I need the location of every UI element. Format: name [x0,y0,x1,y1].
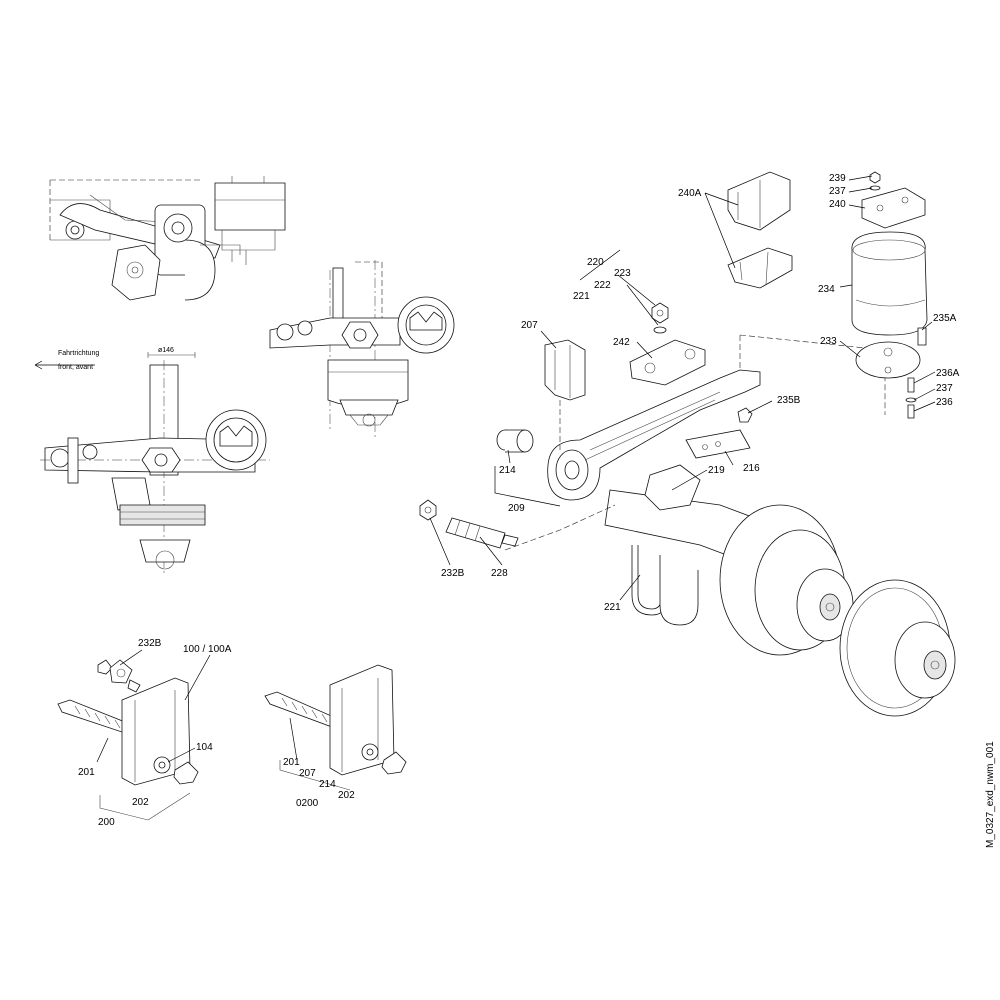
label-202-b: 202 [338,790,355,801]
diameter-dimension: ø146 [158,347,174,354]
side-view-suspension [49,176,286,301]
label-200: 200 [98,817,115,828]
label-239: 239 [829,173,846,184]
label-223: 223 [614,268,631,279]
label-235a: 235A [933,313,957,324]
label-237-top: 237 [829,186,846,197]
leader-lines [96,175,936,763]
direction-note-fr: front, avant [58,364,93,371]
label-201-b: 201 [283,757,300,768]
front-view-axle-upper [269,260,455,440]
bracket-assembly-0200 [264,664,407,791]
leaf-spring-arm [419,302,956,717]
plan-view-axle: Fahrtrichtung front, avant ø146 [34,347,270,575]
label-240: 240 [829,199,846,210]
label-201: 201 [78,767,95,778]
label-202: 202 [132,797,149,808]
drawing-id: M_0327_exd_nwm_001 [985,741,996,848]
label-233: 233 [820,336,837,347]
label-232b-small: 232B [138,638,162,649]
label-237: 237 [936,383,953,394]
part-labels: 200 201 202 104 100 / 100A 232B 0200 201… [78,173,960,828]
label-0200: 0200 [296,798,319,809]
label-216: 216 [743,463,760,474]
air-spring-assembly [727,171,928,419]
label-235b: 235B [777,395,801,406]
bracket-assembly-200 [57,659,199,821]
label-222: 222 [594,280,611,291]
label-242: 242 [613,337,630,348]
label-240a: 240A [678,188,702,199]
label-104: 104 [196,742,213,753]
label-236a: 236A [936,368,960,379]
label-209: 209 [508,503,525,514]
label-221-top: 221 [573,291,590,302]
label-207: 207 [521,320,538,331]
label-207-b: 207 [299,768,316,779]
label-219: 219 [708,465,725,476]
label-228: 228 [491,568,508,579]
label-220: 220 [587,257,604,268]
label-221: 221 [604,602,621,613]
label-234: 234 [818,284,835,295]
label-100-100a: 100 / 100A [183,644,232,655]
label-214: 214 [499,465,516,476]
direction-note-de: Fahrtrichtung [58,350,99,357]
label-232b: 232B [441,568,465,579]
label-214-b: 214 [319,779,336,790]
label-236: 236 [936,397,953,408]
